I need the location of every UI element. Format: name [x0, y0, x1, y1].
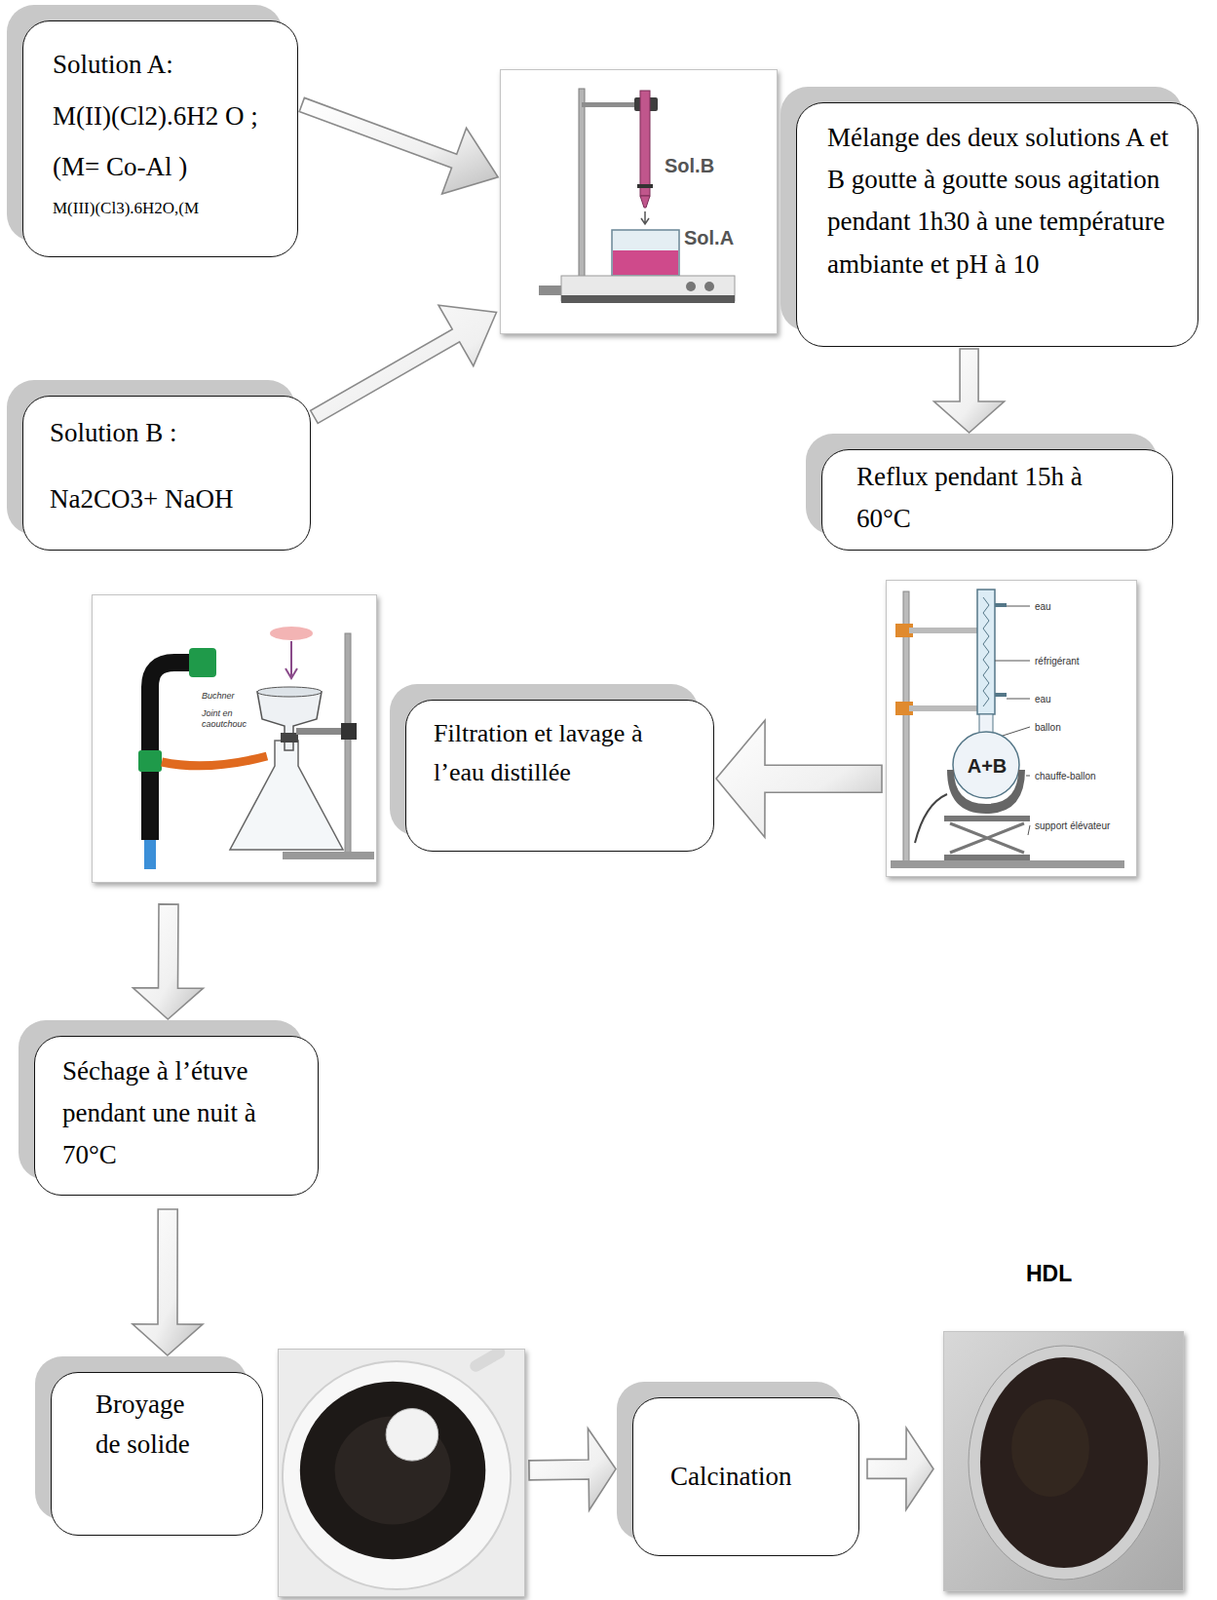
- step-text: Solution A:: [52, 38, 261, 91]
- process-box: Reflux pendant 15h à 60°C: [821, 449, 1174, 551]
- stirring-setup-illustration-part: [640, 195, 650, 208]
- block-arrow: [716, 720, 882, 837]
- reflux-illustration-part: [979, 714, 993, 734]
- reflux-illustration-part: [983, 597, 989, 707]
- filtration-illustration-part: [138, 750, 162, 772]
- illustration-label: eau: [1034, 601, 1052, 613]
- mortar-photo-part: [278, 1349, 525, 1597]
- step-text: Broyage de solide: [95, 1384, 193, 1464]
- process-box: Calcination: [632, 1397, 860, 1557]
- filtration-illustration-part: [285, 641, 298, 679]
- block-arrow: [529, 1428, 616, 1511]
- block-arrow: [299, 97, 498, 194]
- step-text: Filtration et lavage à l’eau distillée: [433, 714, 686, 794]
- reflux-illustration-part: [994, 605, 1007, 695]
- step-text: Séchage à l’étuve pendant une nuit à 70°…: [62, 1050, 299, 1178]
- step-text: Reflux pendant 15h à 60°C: [856, 456, 1143, 540]
- reflux-illustration-part: [909, 627, 980, 634]
- process-box: Solution A:M(II)(Cl2).6H2 O ;(M= Co-Al )…: [22, 20, 299, 258]
- illustration-label: Sol.A: [684, 226, 734, 250]
- mortar-photo: [277, 1348, 526, 1598]
- reflux-illustration-part: [944, 815, 1030, 822]
- illustration-label: Joint en caoutchouc: [201, 708, 263, 730]
- block-arrow: [310, 304, 497, 423]
- stirring-setup-illustration-part: [704, 281, 715, 292]
- illustration-label: Sol.B: [664, 153, 715, 178]
- reflux-illustration: [885, 579, 1138, 877]
- stirring-setup-illustration-part: [640, 90, 650, 196]
- filtration-illustration-part: [296, 727, 347, 735]
- reflux-illustration-part: [952, 731, 1020, 799]
- process-box: Broyage de solide: [50, 1371, 264, 1536]
- stirring-setup-illustration-part: [578, 88, 585, 289]
- hdl-powder-photo-part: [1011, 1399, 1090, 1497]
- stirring-setup-illustration-part: [561, 295, 735, 304]
- process-box: Séchage à l’étuve pendant une nuit à 70°…: [34, 1035, 319, 1196]
- photo-heading: HDL: [1026, 1259, 1072, 1288]
- illustration-label: support élévateur: [1034, 820, 1110, 833]
- block-arrow: [867, 1427, 934, 1510]
- filtration-illustration-part: [269, 626, 313, 641]
- illustration-label: réfrigérant: [1034, 655, 1080, 668]
- stirring-setup-illustration-part: [637, 184, 653, 189]
- stirring-setup-illustration: [499, 69, 778, 335]
- process-box: Solution B :Na2CO3+ NaOH: [22, 395, 311, 551]
- filtration-illustration-part: [91, 594, 378, 883]
- mortar-photo-part: [467, 1348, 507, 1374]
- reflux-illustration-part: [890, 860, 1125, 869]
- filtration-illustration-part: [144, 839, 156, 870]
- illustration-frame: Sol.B Sol.A: [499, 69, 778, 335]
- filtration-illustration-part: [257, 686, 322, 697]
- illustration-label: A+B: [957, 754, 1017, 778]
- step-text: Calcination: [670, 1458, 845, 1496]
- block-arrow: [133, 904, 204, 1020]
- reflux-illustration-part: [977, 589, 995, 715]
- mortar-photo-part: [385, 1408, 439, 1462]
- illustration-frame: HDL: [943, 1331, 1184, 1592]
- step-text: Na2CO3+ NaOH: [49, 466, 291, 533]
- filtration-illustration-part: [341, 722, 357, 740]
- filtration-illustration: [91, 594, 378, 883]
- illustration-label: ballon: [1034, 722, 1062, 734]
- step-text: Mélange des deux solutions A et B goutte…: [827, 116, 1180, 286]
- filtration-illustration-part: [161, 756, 267, 766]
- stirring-setup-illustration-part: [612, 250, 679, 275]
- filtration-illustration-part: [257, 691, 322, 751]
- reflux-illustration-part: [909, 705, 980, 712]
- mortar-photo-part: [282, 1361, 511, 1590]
- stirring-setup-illustration-part: [499, 69, 778, 335]
- reflux-illustration-part: [914, 794, 948, 843]
- filtration-illustration-part: [282, 851, 375, 860]
- illustration-label: chauffe-ballon: [1034, 770, 1097, 783]
- process-box: Filtration et lavage à l’eau distillée: [405, 699, 715, 852]
- filtration-illustration-part: [229, 740, 343, 850]
- step-text: M(II)(Cl2).6H2 O ;(M= Co-Al ): [52, 90, 261, 193]
- hdl-powder-photo-part: [968, 1345, 1160, 1580]
- reflux-illustration-part: [950, 823, 1025, 853]
- filtration-illustration-part: [344, 633, 351, 854]
- mortar-photo-part: [300, 1381, 486, 1560]
- stirring-setup-illustration-part: [685, 281, 696, 292]
- hdl-powder-photo-part: [943, 1331, 1184, 1592]
- hdl-powder-photo: [943, 1331, 1184, 1592]
- illustration-frame: BuchnerJoint en caoutchouc: [91, 594, 378, 883]
- filtration-illustration-part: [189, 647, 217, 678]
- illustration-label: Buchner: [201, 690, 235, 702]
- illustration-label: eau: [1034, 693, 1052, 706]
- hdl-powder-photo-part: [980, 1357, 1148, 1568]
- process-box: Mélange des deux solutions A et B goutte…: [796, 102, 1199, 347]
- stirring-setup-illustration-part: [611, 229, 680, 276]
- stirring-setup-illustration-part: [641, 211, 649, 225]
- block-arrow: [132, 1209, 203, 1356]
- reflux-illustration-part: [885, 579, 1138, 877]
- step-text: M(III)(Cl3).6H2O,(M: [52, 192, 261, 225]
- block-arrow: [934, 348, 1005, 433]
- illustration-frame: eau réfrigérant eau ballonA+B chauffe-ballon…: [885, 579, 1138, 877]
- filtration-illustration-part: [280, 732, 299, 743]
- step-text: Solution B :: [49, 400, 291, 467]
- reflux-illustration-part: [944, 854, 1030, 861]
